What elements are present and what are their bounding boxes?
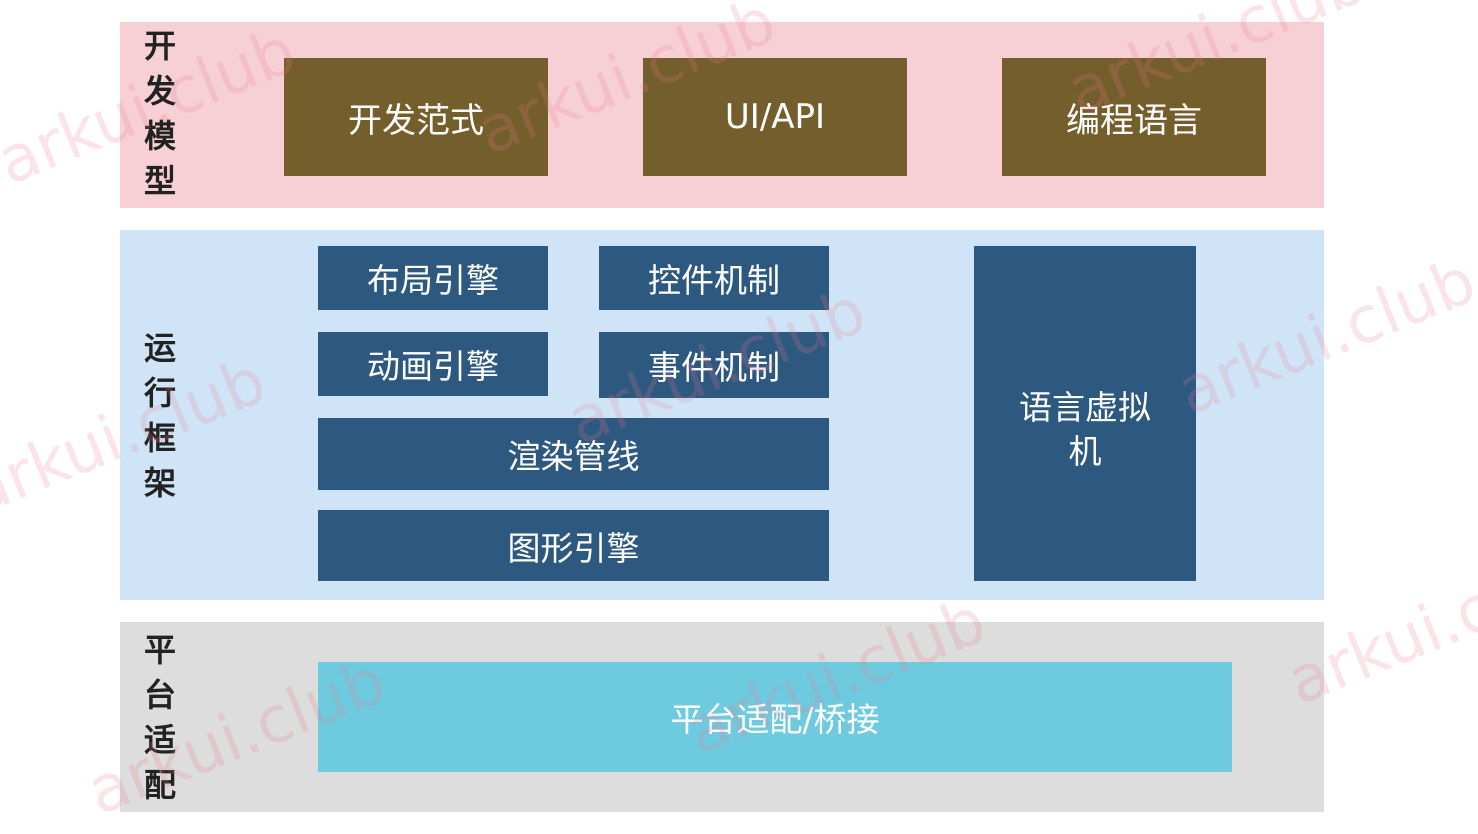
dev-model-title: 开发模型 [143,27,176,200]
runtime-framework-title: 运行框架 [143,329,176,502]
language-vm-box: 语言虚拟机 [974,246,1196,581]
animation-engine-box: 动画引擎 [318,332,548,396]
graphics-engine-box: 图形引擎 [318,510,829,581]
runtime-framework-layer: 运行框架 布局引擎 控件机制 动画引擎 事件机制 渲染管线 图形引擎 语言虚拟机 [120,230,1324,600]
dev-paradigm-box: 开发范式 [284,58,548,176]
platform-adaptation-layer: 平台适配 平台适配/桥接 [120,622,1324,812]
ui-api-box: UI/API [643,58,907,176]
platform-adaptation-title: 平台适配 [143,631,176,804]
layout-engine-box: 布局引擎 [318,246,548,310]
dev-model-layer: 开发模型 开发范式 UI/API 编程语言 [120,22,1324,208]
programming-language-box: 编程语言 [1002,58,1266,176]
event-mechanism-box: 事件机制 [599,332,829,398]
widget-mechanism-box: 控件机制 [599,246,829,310]
render-pipeline-box: 渲染管线 [318,418,829,490]
platform-bridge-box: 平台适配/桥接 [318,662,1232,772]
